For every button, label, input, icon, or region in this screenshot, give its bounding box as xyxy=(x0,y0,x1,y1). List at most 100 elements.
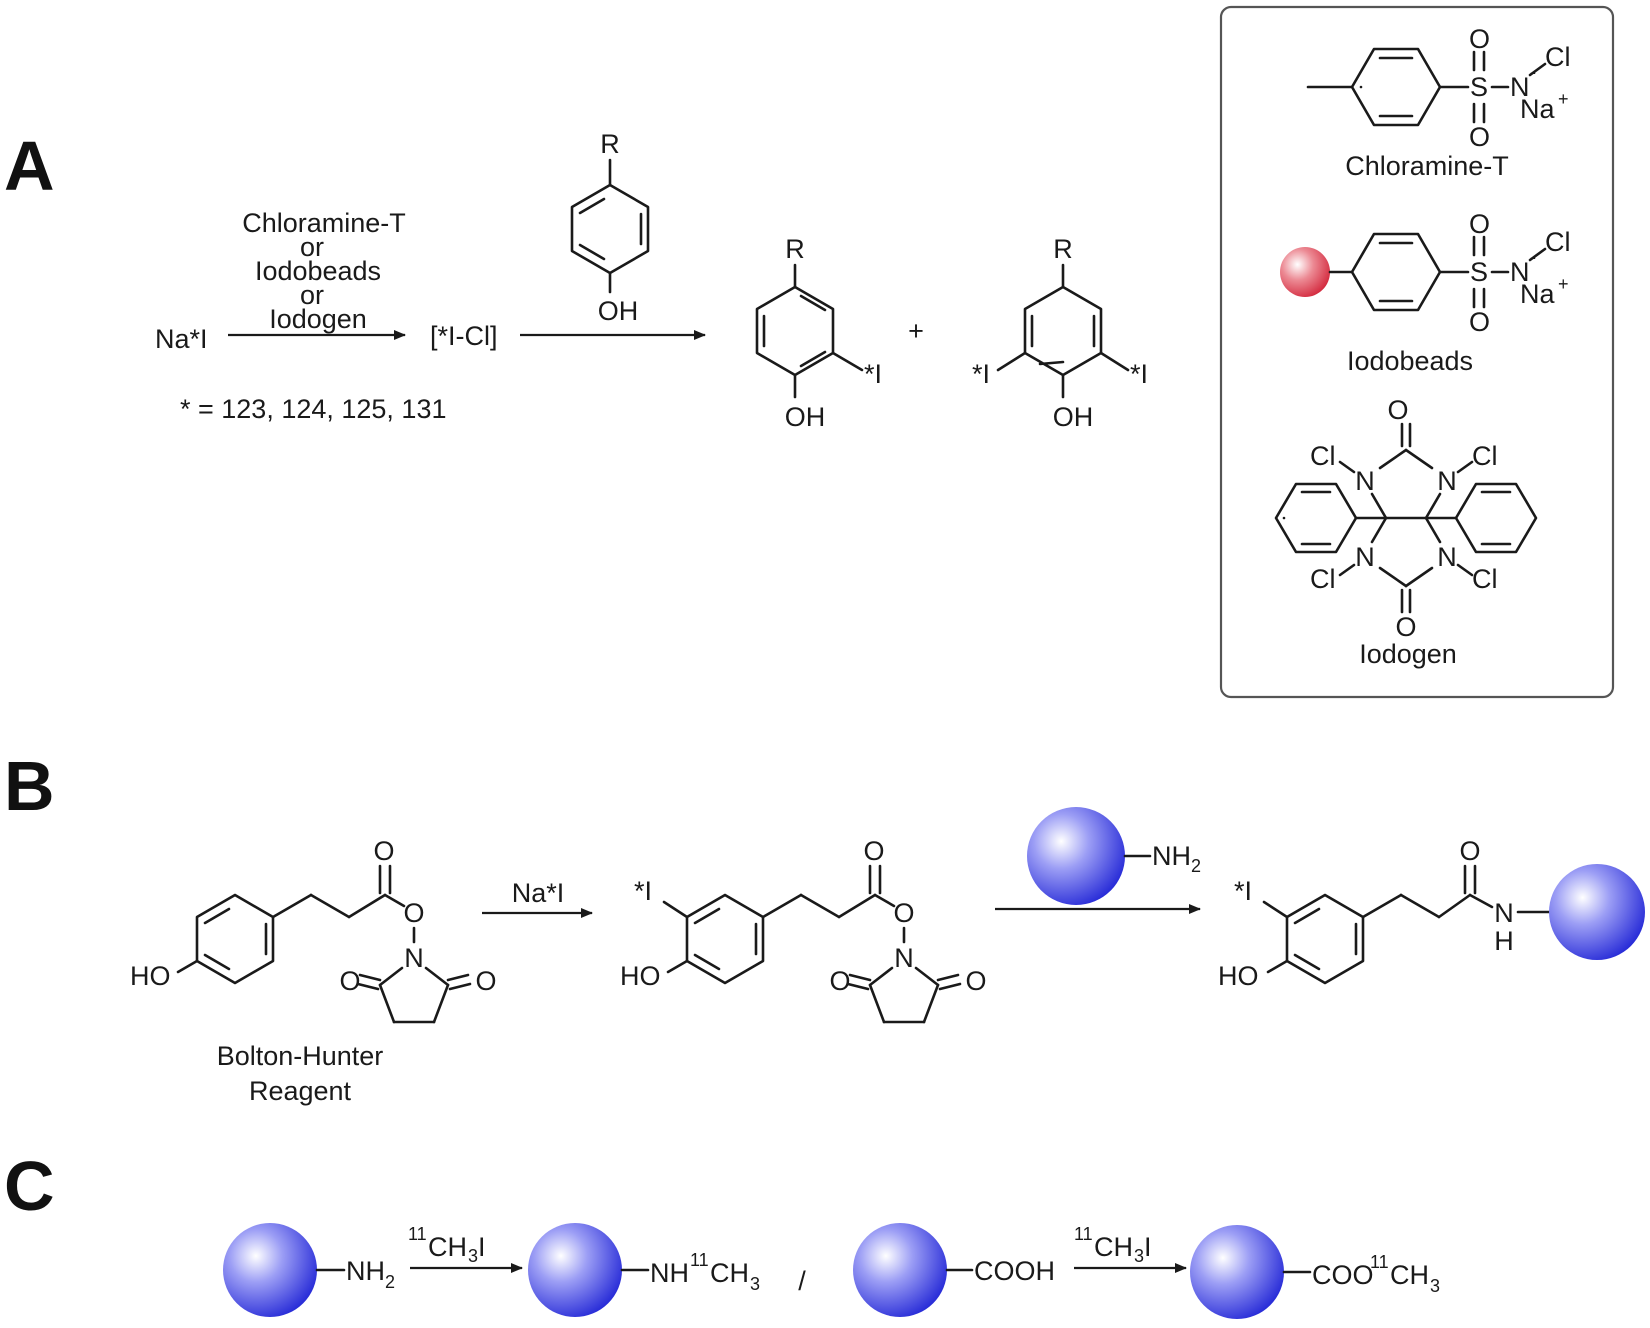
isotope-note: * = 123, 124, 125, 131 xyxy=(180,394,446,424)
ib-oxygen-bottom: O xyxy=(1469,307,1490,337)
ib-plus: + xyxy=(1558,274,1569,294)
ib-oxygen-top: O xyxy=(1469,209,1490,239)
ibh-carbonyl-o: O xyxy=(863,836,884,866)
condition-or-2: or xyxy=(300,280,324,310)
ibh-iodo: *I xyxy=(634,876,652,906)
ct-plus: + xyxy=(1558,89,1569,109)
c-arrow2-sup: 11 xyxy=(1074,1224,1093,1244)
ig-name: Iodogen xyxy=(1359,639,1457,669)
iodobead-sphere xyxy=(1280,247,1330,297)
reagents-box: S O O N - Cl Na + Chloramine-T S xyxy=(1219,5,1615,699)
ib-sulfur: S xyxy=(1470,257,1488,287)
condition-chloramine-t: Chloramine-T xyxy=(242,208,406,238)
ib-name: Iodobeads xyxy=(1347,346,1473,376)
bh-carbonyl-o: O xyxy=(373,836,394,866)
ibh-n: N xyxy=(894,943,914,973)
c-separator: / xyxy=(798,1266,806,1296)
c-reactant1-nh: NH xyxy=(346,1256,385,1286)
panel-label-b: B xyxy=(4,747,55,825)
c-arrow1-sub: 3 xyxy=(468,1246,478,1266)
chloramine-t-structure: S O O N - Cl Na + Chloramine-T xyxy=(1306,24,1571,181)
c-sphere-1 xyxy=(223,1223,317,1317)
amide-sphere xyxy=(1549,864,1645,960)
mono-iodo: *I xyxy=(864,359,882,389)
b-arrow1-label: Na*I xyxy=(512,878,565,908)
mono-oh: OH xyxy=(785,402,826,432)
panel-label-c: C xyxy=(4,1147,55,1225)
c-product2-sup: 11 xyxy=(1370,1252,1389,1272)
reactant-nai: Na*I xyxy=(155,324,208,354)
di-oh: OH xyxy=(1053,402,1094,432)
c-arrow1-tail: I xyxy=(478,1232,486,1262)
ib-nitrogen: N xyxy=(1510,257,1530,287)
phenol-oh: OH xyxy=(598,296,639,326)
ib-sodium: Na xyxy=(1520,279,1555,309)
bolton-hunter-reagent: HO O O N O O Bolton-Hunter Reagent xyxy=(130,836,497,1106)
c-product1-nh: NH xyxy=(650,1258,689,1288)
section-c: NH 2 11 CH 3 I NH 11 CH 3 / COOH 11 CH 3… xyxy=(223,1223,1440,1319)
ct-sodium: Na xyxy=(1520,94,1555,124)
amine-nh: NH xyxy=(1152,841,1191,871)
c-product2-main: CH xyxy=(1390,1260,1429,1290)
condition-or-1: or xyxy=(300,232,324,262)
amide-carbonyl-o: O xyxy=(1459,836,1480,866)
di-iodo-right: *I xyxy=(1130,359,1148,389)
ibh-hydroxyl: HO xyxy=(620,961,661,991)
condition-iodobeads: Iodobeads xyxy=(255,256,381,286)
panel-label-a: A xyxy=(4,127,55,205)
phenol-reagent: R OH xyxy=(570,129,650,326)
ct-name: Chloramine-T xyxy=(1345,151,1509,181)
c-sphere-4 xyxy=(1190,1225,1284,1319)
bh-n: N xyxy=(404,943,424,973)
bh-succ-o-left: O xyxy=(339,966,360,996)
bh-name-line1: Bolton-Hunter xyxy=(217,1041,384,1071)
ig-n-top-left: N xyxy=(1355,466,1375,496)
diiodo-product: R *I *I OH xyxy=(972,234,1148,432)
condition-iodogen: Iodogen xyxy=(269,304,367,334)
iodobeads-structure: S O O N - Cl Na + Iodobeads xyxy=(1280,209,1571,376)
ig-oxygen-bottom: O xyxy=(1395,612,1416,642)
c-product1-main: CH xyxy=(710,1258,749,1288)
amide-iodo: *I xyxy=(1234,876,1252,906)
ct-oxygen-top: O xyxy=(1469,24,1490,54)
di-iodo-left: *I xyxy=(972,359,990,389)
amide-h: H xyxy=(1494,926,1514,956)
amine-sub: 2 xyxy=(1191,856,1201,876)
ig-cl-top-right: Cl xyxy=(1472,441,1498,471)
bh-name-line2: Reagent xyxy=(249,1076,352,1106)
ibh-succ-o-left: O xyxy=(829,966,850,996)
ig-cl-top-left: Cl xyxy=(1310,441,1336,471)
amide-hydroxyl: HO xyxy=(1218,961,1259,991)
c-arrow2-sub: 3 xyxy=(1134,1246,1144,1266)
ibh-ester-o: O xyxy=(893,898,914,928)
c-sphere-2 xyxy=(528,1223,622,1317)
iodinated-bh-reagent: HO *I O O N O O xyxy=(620,836,987,1024)
bh-ester-o: O xyxy=(403,898,424,928)
monoiodo-product: R *I OH xyxy=(755,234,882,432)
ibh-succ-o-right: O xyxy=(965,966,986,996)
c-arrow2-tail: I xyxy=(1144,1232,1152,1262)
bh-succ-o-right: O xyxy=(475,966,496,996)
ct-oxygen-bottom: O xyxy=(1469,122,1490,152)
ib-chlorine: Cl xyxy=(1545,227,1571,257)
mono-r-group: R xyxy=(785,234,805,264)
reagents-box-frame xyxy=(1219,5,1615,699)
amine-sphere-reagent: NH 2 xyxy=(1027,807,1201,905)
c-product2-sub: 3 xyxy=(1430,1276,1440,1296)
amide-product: HO *I O N H xyxy=(1218,836,1645,991)
section-b: HO O O N O O Bolton-Hunter Reagent N xyxy=(130,807,1645,1106)
di-r-group: R xyxy=(1053,234,1073,264)
ig-oxygen-top: O xyxy=(1387,395,1408,425)
c-arrow2-main: CH xyxy=(1094,1232,1133,1262)
ct-chlorine: Cl xyxy=(1545,42,1571,72)
amide-n: N xyxy=(1494,898,1514,928)
plus-sign: + xyxy=(908,316,924,346)
intermediate-icl: [*I-Cl] xyxy=(430,321,498,351)
ig-cl-bottom-right: Cl xyxy=(1472,564,1498,594)
c-product1-sub: 3 xyxy=(750,1274,760,1294)
iodogen-structure: O N N Cl Cl N N O C xyxy=(1274,395,1538,669)
ig-n-top-right: N xyxy=(1437,466,1457,496)
c-arrow1-main: CH xyxy=(428,1232,467,1262)
